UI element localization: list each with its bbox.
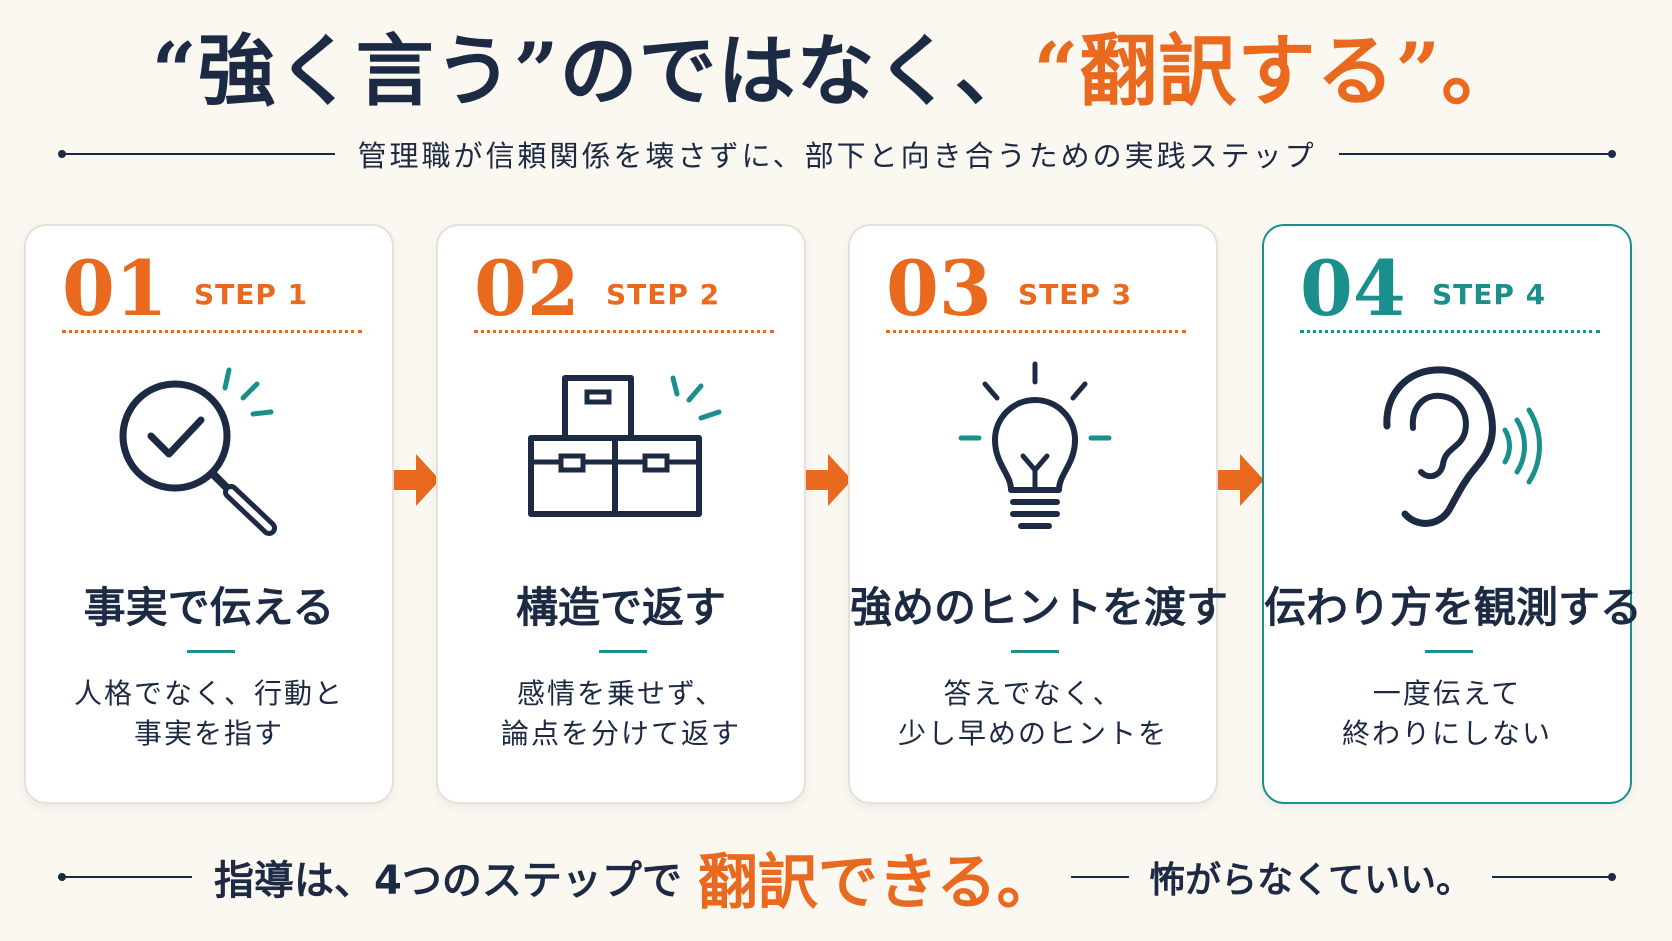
- step-card-4: 04 STEP 4 伝わり方を観測する 一度伝えて 終わりにしない: [1262, 224, 1643, 804]
- step-card-1: 01 STEP 1 事実で伝える 人格でなく、行動と 事実を指す: [24, 224, 394, 804]
- step-card-2: 02 STEP 2 構造で返す 感情を乗せず、 論点を分けて返す: [436, 224, 806, 804]
- description-line-2: 事実を指す: [133, 717, 284, 750]
- footer-line-left: [58, 873, 192, 881]
- teal-divider: [1425, 650, 1473, 653]
- teal-divider: [599, 650, 647, 653]
- step-number: 04: [1300, 244, 1406, 333]
- step-label: STEP 2: [606, 278, 721, 311]
- description-line-1: 人格でなく、行動と: [73, 677, 344, 710]
- subtitle-row: 管理職が信頼関係を壊さずに、部下と向き合うための実践ステップ: [57, 134, 1617, 174]
- footer-line-right: [1492, 873, 1616, 881]
- step-description: 人格でなく、行動と 事実を指す: [26, 674, 392, 754]
- step-label: STEP 3: [1018, 278, 1133, 311]
- dotted-divider: [886, 330, 1186, 333]
- footer-line-middle: [1070, 876, 1130, 878]
- step-title: 伝わり方を観測する: [1264, 583, 1643, 632]
- arrow-right-icon: [806, 454, 852, 506]
- step-title: 構造で返す: [515, 583, 726, 632]
- footer-tail-text: 怖がらなくていい。: [1149, 860, 1472, 901]
- step-title: 強めのヒントを渡す: [850, 583, 1229, 632]
- step-title: 事実で伝える: [83, 583, 335, 632]
- title-part1: “強く言う”のではなく、: [151, 26, 1034, 117]
- subtitle-line-right: [1338, 150, 1617, 158]
- description-line-1: 感情を乗せず、: [516, 677, 726, 710]
- subtitle-line-left: [57, 150, 336, 158]
- description-line-2: 論点を分けて返す: [500, 717, 741, 750]
- arrow-right-icon: [394, 454, 440, 506]
- title-part2: “翻訳する”。: [1033, 26, 1521, 117]
- teal-divider: [1011, 650, 1059, 653]
- footer-accent-text: 翻訳できる。: [697, 847, 1057, 918]
- boxes-icon: [528, 375, 722, 517]
- footer-main-text: 指導は、4つのステップで: [214, 858, 682, 904]
- description-line-1: 一度伝えて: [1372, 677, 1522, 710]
- dotted-divider: [474, 330, 774, 333]
- step-number: 01: [62, 244, 168, 333]
- step-description: 一度伝えて 終わりにしない: [1264, 674, 1630, 754]
- step-card-3: 03 STEP 3 強めのヒントを渡す 答えでなく、 少し早めのヒントを: [848, 224, 1229, 804]
- step-description: 感情を乗せず、 論点を分けて返す: [438, 674, 804, 754]
- subtitle: 管理職が信頼関係を壊さずに、部下と向き合うための実践ステップ: [357, 139, 1317, 173]
- teal-divider: [187, 650, 235, 653]
- page-title: “強く言う”のではなく、“翻訳する”。: [0, 22, 1672, 122]
- step-label: STEP 4: [1432, 278, 1547, 311]
- dotted-divider: [1300, 330, 1600, 333]
- footer: 指導は、4つのステップで 翻訳できる。 怖がらなくていい。: [58, 842, 1616, 918]
- step-label: STEP 1: [194, 278, 309, 311]
- magnifier-check-icon: [119, 367, 277, 536]
- step-number: 03: [886, 244, 992, 333]
- lightbulb-icon: [958, 361, 1112, 529]
- description-line-1: 答えでなく、: [943, 677, 1123, 710]
- dotted-divider: [62, 330, 362, 333]
- ear-icon: [1383, 366, 1542, 527]
- step-number: 02: [474, 244, 580, 333]
- arrow-right-icon: [1218, 454, 1264, 506]
- description-line-2: 少し早めのヒントを: [897, 717, 1168, 750]
- step-description: 答えでなく、 少し早めのヒントを: [850, 674, 1216, 754]
- description-line-2: 終わりにしない: [1341, 717, 1552, 750]
